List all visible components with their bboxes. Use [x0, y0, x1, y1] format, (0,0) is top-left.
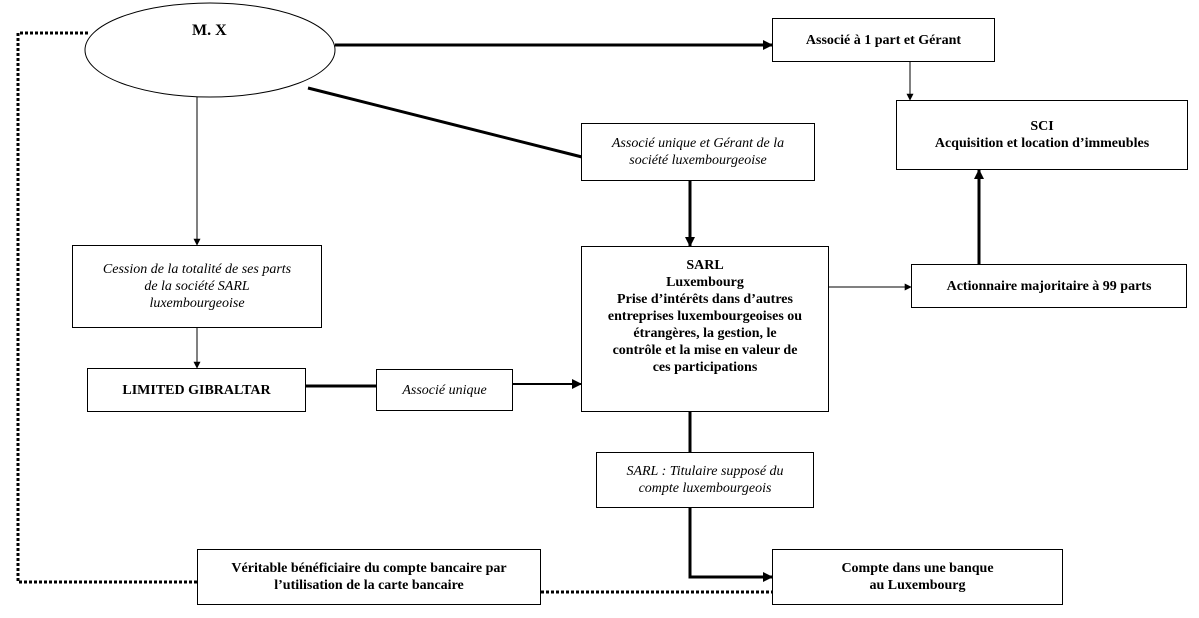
- cession-line1: Cession de la totalité de ses parts: [102, 262, 292, 277]
- compte-line1: Compte dans une banque: [841, 561, 994, 576]
- sarl-subtitle: Luxembourg: [666, 275, 744, 290]
- beneficiaire-line2: l’utilisation de la carte bancaire: [274, 578, 464, 593]
- associe-unique-gerant-line1: Associé unique et Gérant de la: [611, 136, 785, 151]
- sci-title: SCI: [1030, 119, 1054, 134]
- beneficiaire-line1: Véritable bénéficiaire du compte bancair…: [231, 561, 507, 576]
- sarl-title: SARL: [686, 258, 724, 273]
- associe-gerant-sci-box: Associé à 1 part et Gérant: [772, 18, 995, 62]
- cession-box: Cession de la totalité de ses parts de l…: [72, 245, 322, 328]
- associe-gerant-sci-label: Associé à 1 part et Gérant: [805, 32, 962, 48]
- associe-unique-gerant-line2: société luxembourgeoise: [629, 153, 767, 168]
- beneficiaire-box: Véritable bénéficiaire du compte bancair…: [197, 549, 541, 605]
- arrow-titulaire-to-compte: [688, 508, 773, 582]
- titulaire-line1: SARL : Titulaire supposé du: [626, 464, 784, 479]
- sarl-line3: étrangères, la gestion, le: [633, 326, 777, 341]
- titulaire-box: SARL : Titulaire supposé du compte luxem…: [596, 452, 814, 508]
- sarl-line1: Prise d’intérêts dans d’autres: [617, 292, 793, 307]
- sarl-line5: ces participations: [652, 360, 758, 375]
- sarl-line4: contrôle et la mise en valeur de: [612, 343, 798, 358]
- person-ellipse: [84, 2, 336, 98]
- associe-unique-box: Associé unique: [376, 369, 513, 411]
- associe-unique-gerant-box: Associé unique et Gérant de la société l…: [581, 123, 815, 181]
- cession-line2: de la société SARL: [144, 279, 250, 294]
- compte-box: Compte dans une banque au Luxembourg: [772, 549, 1063, 605]
- sci-subtitle: Acquisition et location d’immeubles: [934, 136, 1150, 151]
- actionnaire-label: Actionnaire majoritaire à 99 parts: [946, 278, 1152, 294]
- sci-box: SCI Acquisition et location d’immeubles: [896, 100, 1188, 170]
- dotted-line-mx-to-beneficiaire: [16, 31, 197, 584]
- titulaire-line2: compte luxembourgeois: [638, 481, 772, 496]
- associe-unique-label: Associé unique: [402, 382, 487, 398]
- limited-gibraltar-label: LIMITED GIBRALTAR: [122, 382, 271, 398]
- person-label: M. X: [192, 22, 227, 39]
- compte-line2: au Luxembourg: [869, 578, 966, 593]
- cession-line3: luxembourgeoise: [149, 296, 245, 311]
- sarl-box: SARL Luxembourg Prise d’intérêts dans d’…: [581, 246, 829, 412]
- limited-gibraltar-box: LIMITED GIBRALTAR: [87, 368, 306, 412]
- sarl-line2: entreprises luxembourgeoises ou: [607, 309, 803, 324]
- line-mx-to-associe-unique-gerant: [307, 86, 583, 159]
- actionnaire-box: Actionnaire majoritaire à 99 parts: [911, 264, 1187, 308]
